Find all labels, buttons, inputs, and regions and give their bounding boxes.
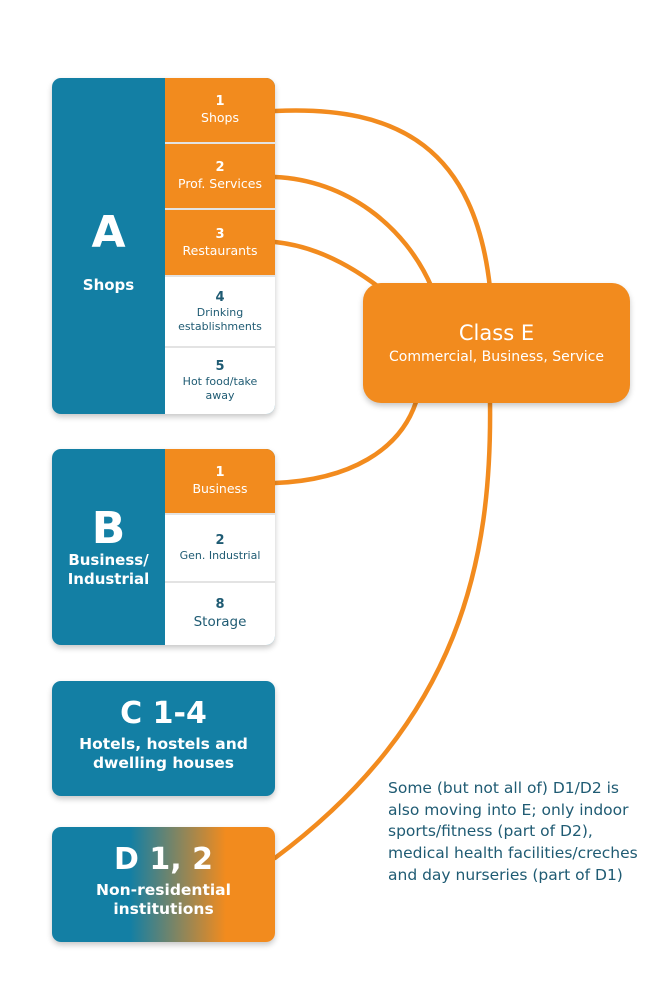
block-b: B Business/ Industrial 1 Business 2 Gen.… bbox=[52, 449, 275, 645]
divider bbox=[165, 208, 275, 210]
cell-number: 2 bbox=[215, 160, 225, 176]
cell-label: Restaurants bbox=[182, 242, 258, 258]
class-e-subtitle: Commercial, Business, Service bbox=[388, 348, 604, 365]
cell-number: 1 bbox=[215, 94, 225, 110]
connector-a1-to-class-e bbox=[272, 108, 493, 291]
block-d-title: D 1, 2 bbox=[114, 842, 213, 877]
block-a-cell-3: 3 Restaurants bbox=[165, 210, 275, 275]
block-a-cell-1: 1 Shops bbox=[165, 78, 275, 142]
block-d-label: Non-residential institutions bbox=[96, 881, 231, 919]
cell-label: Gen. Industrial bbox=[179, 549, 261, 563]
block-a-letter: A bbox=[91, 207, 126, 258]
cell-number: 3 bbox=[215, 226, 225, 242]
block-a-cell-2: 2 Prof. Services bbox=[165, 144, 275, 208]
block-b-letter: B bbox=[91, 503, 126, 554]
cell-number: 2 bbox=[215, 533, 225, 548]
cell-label: Drinking establishments bbox=[178, 305, 262, 333]
cell-label: Shops bbox=[201, 110, 239, 126]
block-c-title: C 1-4 bbox=[120, 696, 207, 731]
class-e-box: Class E Commercial, Business, Service bbox=[363, 283, 630, 403]
cell-number: 8 bbox=[215, 597, 225, 613]
block-a-label: Shops bbox=[82, 276, 135, 294]
cell-label: Prof. Services bbox=[178, 176, 262, 192]
class-e-title: Class E bbox=[458, 321, 535, 346]
connector-d-to-class-e bbox=[272, 399, 493, 861]
note-text: Some (but not all of) D1/D2 is also movi… bbox=[388, 779, 638, 884]
block-b-cell-8: 8 Storage bbox=[165, 583, 275, 645]
block-c-label: Hotels, hostels and dwelling houses bbox=[79, 735, 248, 773]
cell-number: 5 bbox=[215, 359, 225, 375]
cell-number: 4 bbox=[215, 289, 225, 305]
block-a: A Shops 1 Shops 2 Prof. Services 3 Resta… bbox=[52, 78, 275, 414]
block-b-cell-1: 1 Business bbox=[165, 449, 275, 513]
block-c: C 1-4 Hotels, hostels and dwelling house… bbox=[52, 681, 275, 796]
connector-b1-to-class-e bbox=[272, 399, 419, 486]
cell-label: Hot food/take away bbox=[182, 375, 258, 403]
connector-a2-to-class-e bbox=[272, 174, 435, 291]
divider bbox=[165, 581, 275, 583]
block-d: D 1, 2 Non-residential institutions bbox=[52, 827, 275, 942]
connector-a3-to-class-e bbox=[272, 239, 383, 291]
cell-label: Business bbox=[192, 481, 248, 497]
cell-number: 1 bbox=[215, 465, 225, 481]
divider bbox=[165, 513, 275, 515]
block-a-cell-4: 4 Drinking establishments bbox=[165, 277, 275, 346]
block-b-label: Business/ Industrial bbox=[67, 551, 150, 588]
divider bbox=[165, 142, 275, 144]
divider bbox=[165, 275, 275, 277]
divider bbox=[165, 346, 275, 348]
block-a-cell-5: 5 Hot food/take away bbox=[165, 348, 275, 414]
block-b-cell-2: 2 Gen. Industrial bbox=[165, 515, 275, 581]
cell-label: Storage bbox=[193, 613, 247, 630]
